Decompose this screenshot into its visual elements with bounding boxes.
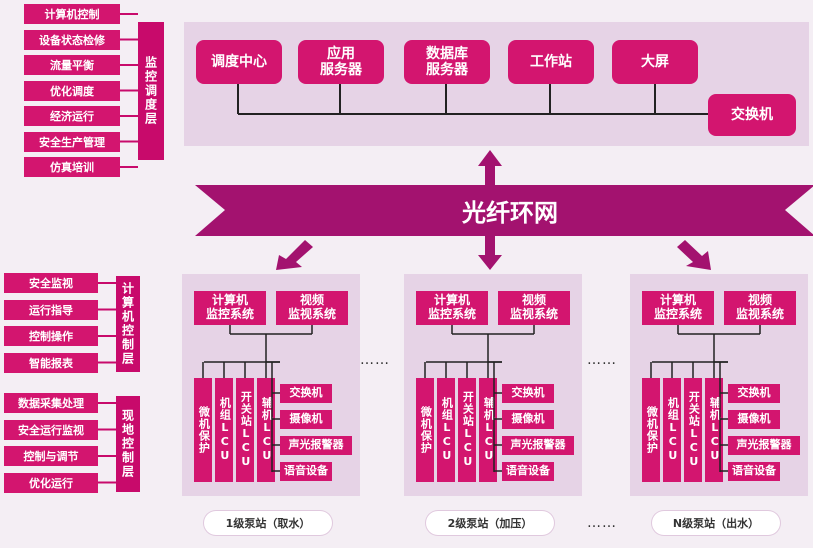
function-item-3: 优化调度 <box>24 80 120 101</box>
down-arrow-left <box>276 240 313 270</box>
station-0-vertical-0: 微机保护 <box>194 378 212 482</box>
ellipsis-mid-2: …… <box>587 352 617 368</box>
ellipsis-bottom: …… <box>587 515 617 531</box>
station-2-item-1: 摄像机 <box>728 410 780 429</box>
station-2-vertical-2: 开关站LCU <box>684 378 702 482</box>
field-item-3: 优化运行 <box>4 472 98 493</box>
station-1-item-3: 语音设备 <box>502 462 554 481</box>
dispatch-panel <box>184 22 809 146</box>
dispatch-item-3: 工作站 <box>508 40 594 84</box>
video-monitor-sys-2: 视频 监视系统 <box>724 291 796 325</box>
up-arrow <box>478 150 502 185</box>
station-1-vertical-2: 开关站LCU <box>458 378 476 482</box>
dispatch-item-1: 应用 服务器 <box>298 40 384 84</box>
station-label-0: 1级泵站（取水） <box>204 511 332 535</box>
station-1-vertical-0: 微机保护 <box>416 378 434 482</box>
field-item-1: 安全运行监视 <box>4 419 98 440</box>
station-1-item-2: 声光报警器 <box>502 436 574 455</box>
video-monitor-sys-1: 视频 监视系统 <box>498 291 570 325</box>
station-2-vertical-0: 微机保护 <box>642 378 660 482</box>
field-item-0: 数据采集处理 <box>4 393 98 413</box>
station-0-vertical-2: 开关站LCU <box>236 378 254 482</box>
station-2-item-2: 声光报警器 <box>728 436 800 455</box>
station-2-item-0: 交换机 <box>728 384 780 403</box>
monitor-item-0: 安全监视 <box>4 273 98 293</box>
station-2-vertical-1: 机组LCU <box>663 378 681 482</box>
station-label-1: 2级泵站（加压） <box>426 511 554 535</box>
top-switch-box: 交换机 <box>708 94 796 136</box>
station-1-vertical-3: 辅机LCU <box>479 378 497 482</box>
dispatch-item-0: 调度中心 <box>196 40 282 84</box>
station-0-item-2: 声光报警器 <box>280 436 352 455</box>
function-item-0: 计算机控制 <box>24 4 120 24</box>
station-2-item-3: 语音设备 <box>728 462 780 481</box>
computer-monitor-sys-0: 计算机 监控系统 <box>194 291 266 325</box>
station-2-vertical-3: 辅机LCU <box>705 378 723 482</box>
station-0-item-1: 摄像机 <box>280 410 332 429</box>
dispatch-layer-label: 监控调度层 <box>138 22 164 160</box>
down-arrow-center <box>478 236 502 270</box>
station-1-item-0: 交换机 <box>502 384 554 403</box>
field-layer-label: 现地控制层 <box>116 396 140 492</box>
field-item-2: 控制与调节 <box>4 446 98 466</box>
down-arrow-right <box>677 240 711 270</box>
station-0-item-0: 交换机 <box>280 384 332 403</box>
fiber-ring-title: 光纤环网 <box>462 198 558 227</box>
monitor-item-3: 智能报表 <box>4 352 98 373</box>
station-0-vertical-3: 辅机LCU <box>257 378 275 482</box>
station-0-vertical-1: 机组LCU <box>215 378 233 482</box>
computer-monitor-sys-2: 计算机 监控系统 <box>642 291 714 325</box>
function-item-2: 流量平衡 <box>24 55 120 75</box>
monitor-item-1: 运行指导 <box>4 299 98 320</box>
function-item-4: 经济运行 <box>24 106 120 126</box>
station-1-item-1: 摄像机 <box>502 410 554 429</box>
station-1-vertical-1: 机组LCU <box>437 378 455 482</box>
dispatch-item-2: 数据库 服务器 <box>404 40 490 84</box>
computer-layer-label: 计算机控制层 <box>116 276 140 372</box>
computer-monitor-sys-1: 计算机 监控系统 <box>416 291 488 325</box>
station-label-2: N级泵站（出水） <box>652 511 780 535</box>
function-item-1: 设备状态检修 <box>24 29 120 50</box>
station-0-item-3: 语音设备 <box>280 462 332 481</box>
function-item-6: 仿真培训 <box>24 157 120 177</box>
function-item-5: 安全生产管理 <box>24 131 120 152</box>
dispatch-item-4: 大屏 <box>612 40 698 84</box>
video-monitor-sys-0: 视频 监视系统 <box>276 291 348 325</box>
ellipsis-mid-1: …… <box>360 352 390 368</box>
monitor-item-2: 控制操作 <box>4 326 98 346</box>
